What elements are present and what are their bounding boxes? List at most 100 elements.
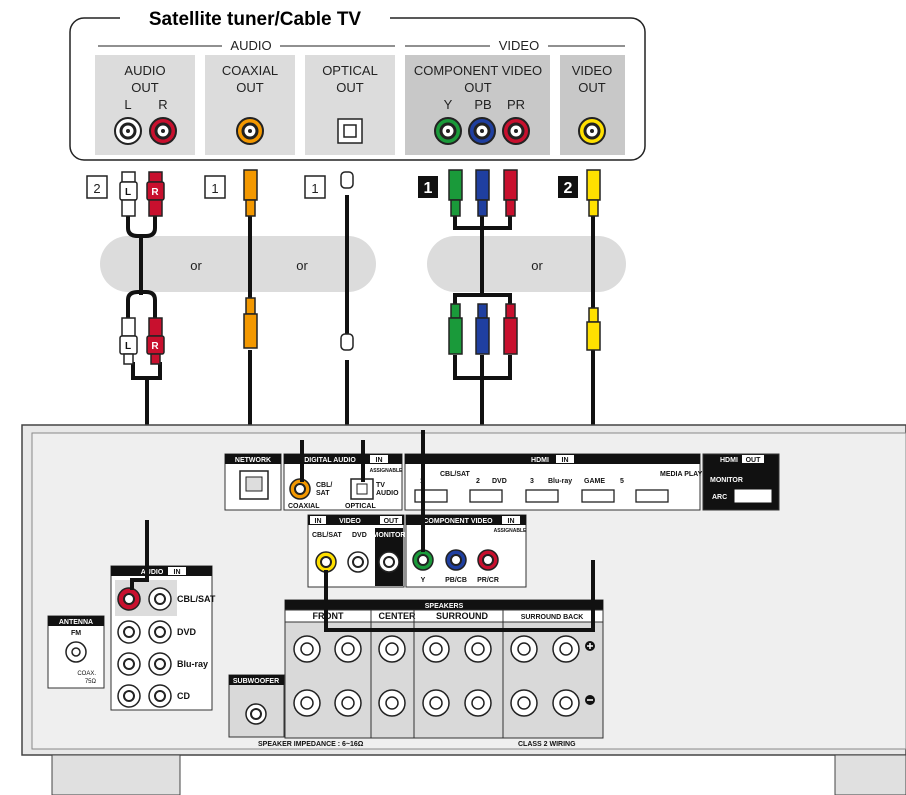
hdmi-in-1-port xyxy=(414,489,448,503)
audio-group-label: AUDIO xyxy=(230,38,271,53)
impedance-label: SPEAKER IMPEDANCE : 6~16Ω xyxy=(258,741,364,748)
speaker-terminals xyxy=(293,635,580,717)
svg-text:ASSIGNABLE: ASSIGNABLE xyxy=(370,468,403,474)
svg-text:CD: CD xyxy=(177,691,190,701)
source-device: Satellite tuner/Cable TV AUDIO VIDEO AUD… xyxy=(69,8,646,161)
source-optical-jack xyxy=(337,118,363,144)
marker-component: 1 xyxy=(424,180,433,197)
cable-plugs-top: L R xyxy=(119,169,601,217)
marker-audio: 2 xyxy=(93,181,100,196)
source-audio-l-jack xyxy=(114,117,142,145)
svg-text:OUT: OUT xyxy=(384,518,400,525)
svg-text:MONITOR: MONITOR xyxy=(710,477,743,484)
source-video-jack xyxy=(578,117,606,145)
receiver-video-dvd-jack xyxy=(347,551,369,573)
network-label: NETWORK xyxy=(235,457,271,464)
or-bands: or or or xyxy=(100,236,626,292)
svg-text:COAXIAL: COAXIAL xyxy=(288,503,320,510)
video-out-label: VIDEO xyxy=(572,63,612,78)
video-label: VIDEO xyxy=(339,518,361,525)
svg-text:IN: IN xyxy=(315,518,322,525)
video-group-label: VIDEO xyxy=(499,38,539,53)
receiver-component-pr-jack xyxy=(477,549,499,571)
svg-text:OUT: OUT xyxy=(336,80,364,95)
svg-text:3: 3 xyxy=(530,478,534,485)
source-coaxial-jack xyxy=(236,117,264,145)
svg-text:MEDIA PLAYER: MEDIA PLAYER xyxy=(660,471,712,478)
svg-text:OPTICAL: OPTICAL xyxy=(345,503,376,510)
receiver-rear-panel: NETWORK DIGITAL AUDIO IN ASSIGNABLE CBL/… xyxy=(21,424,906,795)
svg-text:CBL/: CBL/ xyxy=(316,482,332,489)
cable-markers: 2 1 1 1 2 xyxy=(86,175,578,199)
svg-text:IN: IN xyxy=(376,457,383,464)
receiver-component-pb-jack xyxy=(445,549,467,571)
svg-text:PR/CR: PR/CR xyxy=(477,577,499,584)
svg-text:OUT: OUT xyxy=(578,80,606,95)
hdmi-out-port xyxy=(734,489,772,503)
source-component-pb-jack xyxy=(468,117,496,145)
svg-text:R: R xyxy=(151,187,159,198)
receiver-video-cblsat-jack xyxy=(315,551,337,573)
component-out-label: COMPONENT VIDEO xyxy=(414,63,542,78)
optical-out-label: OPTICAL xyxy=(322,63,378,78)
svg-text:GAME: GAME xyxy=(584,478,605,485)
marker-video: 2 xyxy=(564,180,573,197)
fm-antenna-jack xyxy=(65,641,87,663)
svg-text:HDMI: HDMI xyxy=(720,457,738,464)
audio-in-label: AUDIO xyxy=(141,569,164,576)
or-label: or xyxy=(190,258,202,273)
svg-text:R: R xyxy=(151,341,159,352)
svg-text:CENTER: CENTER xyxy=(378,611,416,621)
coaxial-out-label: COAXIAL xyxy=(222,63,278,78)
svg-text:DVD: DVD xyxy=(492,478,507,485)
marker-coaxial: 1 xyxy=(211,181,218,196)
svg-text:Y: Y xyxy=(421,577,426,584)
audio-l-label: L xyxy=(124,97,131,112)
svg-text:COAX.: COAX. xyxy=(77,671,96,677)
hdmi-in-4-port xyxy=(581,489,615,503)
antenna-label: ANTENNA xyxy=(59,619,93,626)
svg-text:AUDIO: AUDIO xyxy=(376,490,399,497)
svg-text:2: 2 xyxy=(476,478,480,485)
receiver-audio-dvd-jacks xyxy=(117,620,172,644)
svg-text:FRONT: FRONT xyxy=(313,611,344,621)
hdmi-in-3-port xyxy=(525,489,559,503)
svg-text:Blu-ray: Blu-ray xyxy=(177,659,208,669)
svg-text:OUT: OUT xyxy=(236,80,264,95)
svg-text:MONITOR: MONITOR xyxy=(373,532,406,539)
svg-text:75Ω: 75Ω xyxy=(85,679,97,685)
svg-text:DVD: DVD xyxy=(177,627,197,637)
svg-text:Y: Y xyxy=(444,97,453,112)
svg-text:ARC: ARC xyxy=(712,494,727,501)
svg-text:FM: FM xyxy=(71,630,81,637)
svg-text:PR: PR xyxy=(507,97,525,112)
svg-text:CBL/SAT: CBL/SAT xyxy=(440,471,471,478)
source-component-y-jack xyxy=(434,117,462,145)
svg-text:PB: PB xyxy=(474,97,491,112)
svg-text:PB/CB: PB/CB xyxy=(445,577,467,584)
svg-text:L: L xyxy=(125,187,131,198)
receiver-video-monitor-jack xyxy=(378,551,400,573)
svg-text:IN: IN xyxy=(174,569,181,576)
hdmi-in-5-port xyxy=(635,489,669,503)
svg-text:ASSIGNABLE: ASSIGNABLE xyxy=(494,528,527,534)
svg-text:CBL/SAT: CBL/SAT xyxy=(312,532,343,539)
receiver-audio-cblsat-r-jack xyxy=(148,587,172,611)
network-port xyxy=(239,470,269,500)
svg-text:Blu-ray: Blu-ray xyxy=(548,478,572,485)
svg-text:TV: TV xyxy=(376,482,385,489)
speakers-label: SPEAKERS xyxy=(425,603,464,610)
marker-optical: 1 xyxy=(311,181,318,196)
subwoofer-label: SUBWOOFER xyxy=(233,678,279,685)
polarity-symbols xyxy=(585,641,595,705)
svg-text:SAT: SAT xyxy=(316,490,330,497)
subwoofer-jack xyxy=(245,703,267,725)
receiver-audio-bluray-jacks xyxy=(117,652,172,676)
component-video-label: COMPONENT VIDEO xyxy=(423,518,493,525)
source-audio-r-jack xyxy=(149,117,177,145)
source-component-pr-jack xyxy=(502,117,530,145)
svg-text:CBL/SAT: CBL/SAT xyxy=(177,594,216,604)
source-title: Satellite tuner/Cable TV xyxy=(149,9,362,30)
cable-plugs-bottom: L R xyxy=(119,297,601,365)
svg-text:OUT: OUT xyxy=(131,80,159,95)
